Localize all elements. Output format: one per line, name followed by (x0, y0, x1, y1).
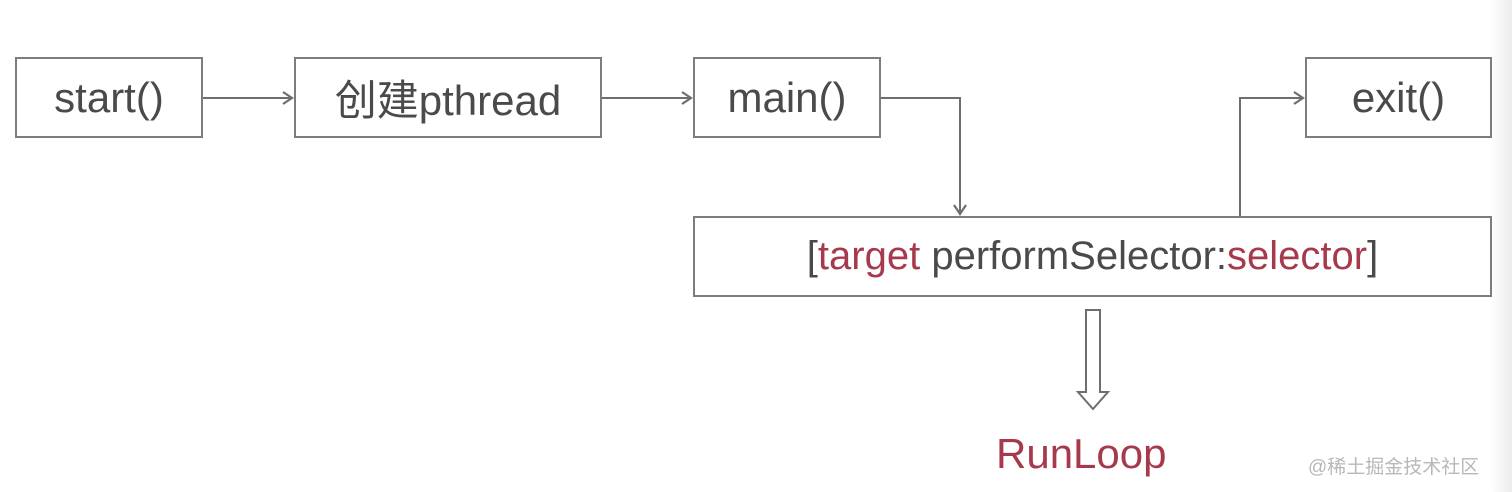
hollow-down-arrow-icon (1075, 309, 1111, 411)
node-main: main() (693, 57, 881, 138)
node-exit-label: exit() (1351, 73, 1446, 121)
perform-selector-keyword: selector (1227, 234, 1368, 278)
perform-target-keyword: target (817, 234, 921, 278)
node-perform-selector: [target performSelector:selector] (693, 216, 1492, 297)
node-create-pthread-label: 创建pthread (334, 77, 562, 124)
node-create-pthread: 创建pthread (294, 57, 602, 138)
perform-close-bracket: ] (1367, 234, 1379, 278)
node-start: start() (15, 57, 203, 138)
perform-open-bracket: [ (806, 234, 818, 278)
perform-method-name: performSelector: (920, 234, 1227, 278)
watermark: @稀土掘金技术社区 (1308, 457, 1480, 478)
runloop-label: RunLoop (996, 430, 1167, 477)
edge-shadow (1490, 0, 1512, 492)
arrow-main-to-perform (881, 97, 967, 216)
arrow-perform-to-exit (1239, 91, 1305, 216)
node-exit: exit() (1305, 57, 1492, 138)
node-start-label: start() (54, 73, 164, 121)
node-main-label: main() (727, 73, 847, 121)
